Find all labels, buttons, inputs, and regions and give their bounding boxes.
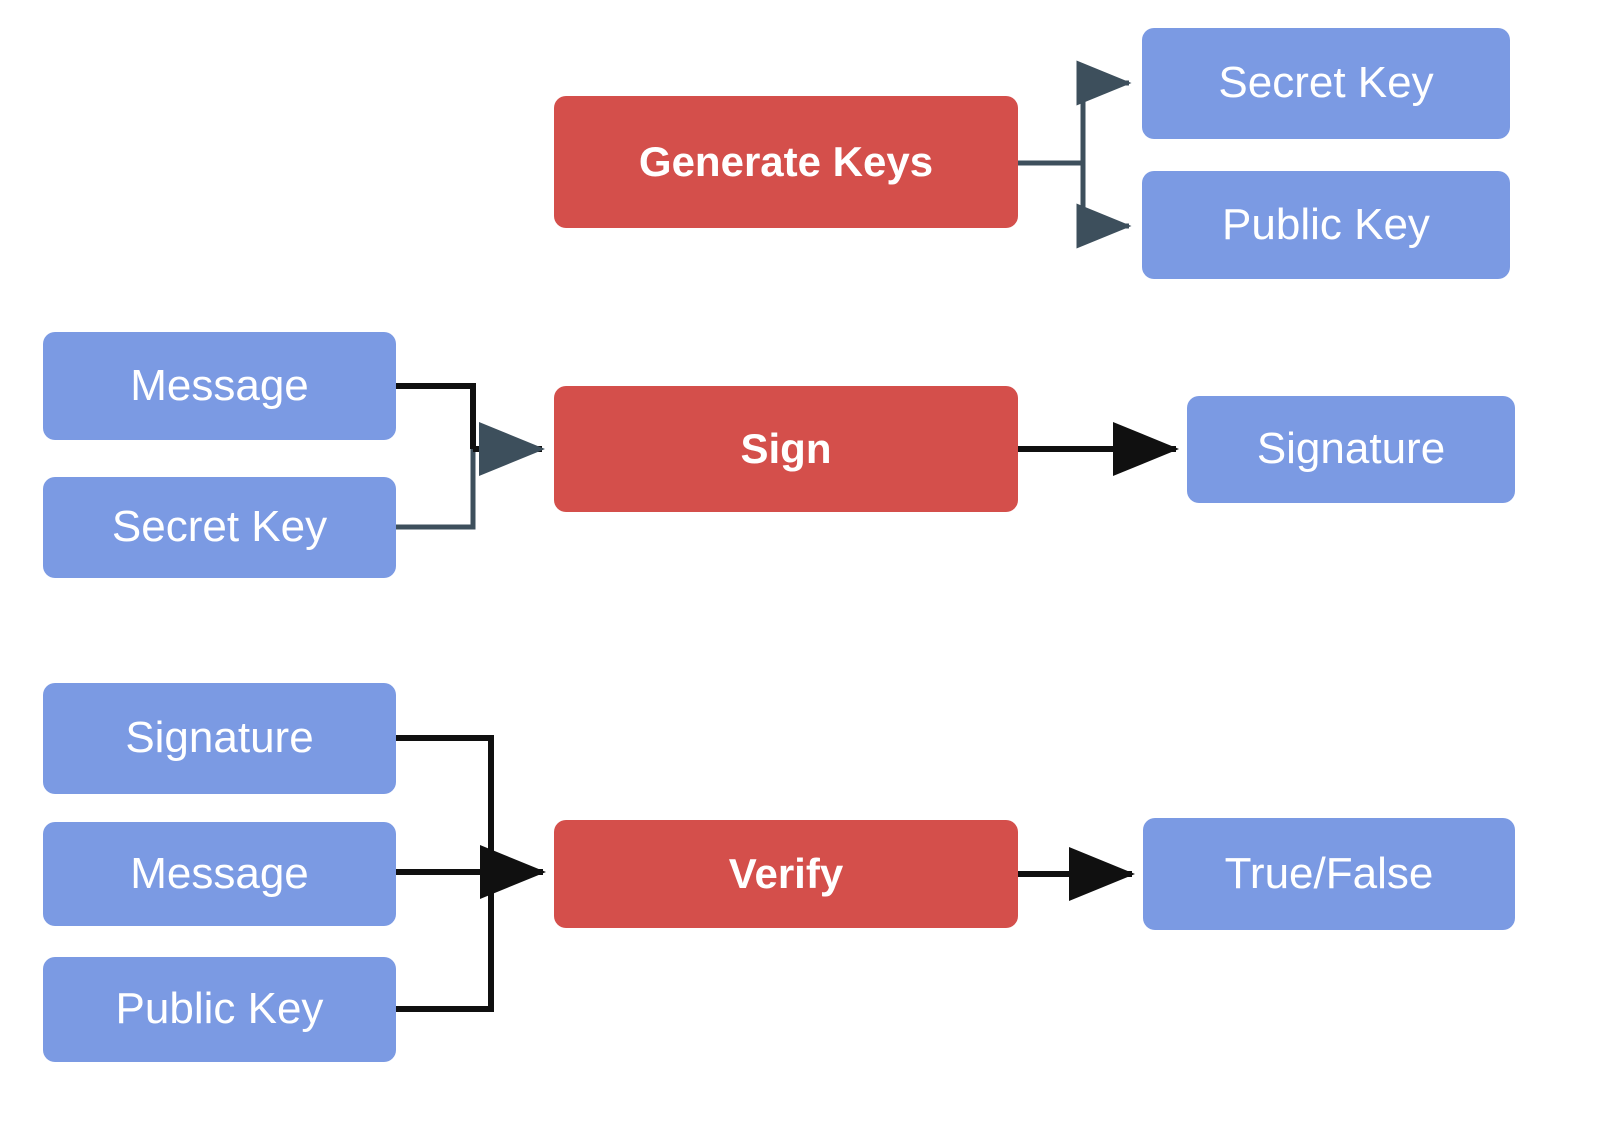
connector-generate-keys-branch: [1018, 60, 1132, 249]
node-true-false-output-label: True/False: [1224, 848, 1434, 898]
node-generate-keys[interactable]: Generate Keys: [554, 96, 1018, 228]
node-true-false-output[interactable]: True/False: [1143, 818, 1515, 930]
node-secret-key-output[interactable]: Secret Key: [1142, 28, 1510, 139]
node-message-sign-input-label: Message: [130, 360, 309, 410]
node-signature-output[interactable]: Signature: [1187, 396, 1515, 503]
node-secret-key-sign-input[interactable]: Secret Key: [43, 477, 396, 578]
node-secret-key-sign-input-label: Secret Key: [111, 502, 328, 552]
node-message-verify-input[interactable]: Message: [43, 822, 396, 926]
connector-sign-inputs: [396, 383, 545, 530]
node-public-key-verify-input-label: Public Key: [115, 984, 324, 1034]
node-verify[interactable]: Verify: [554, 820, 1018, 928]
node-public-key-verify-input[interactable]: Public Key: [43, 957, 396, 1062]
node-signature-verify-input[interactable]: Signature: [43, 683, 396, 794]
node-signature-verify-input-label: Signature: [125, 713, 314, 763]
node-signature-output-label: Signature: [1256, 424, 1446, 474]
connector-verify-inputs: [396, 735, 546, 1012]
node-message-sign-input[interactable]: Message: [43, 332, 396, 440]
node-sign-label: Sign: [740, 424, 832, 472]
node-generate-keys-label: Generate Keys: [638, 137, 934, 185]
node-message-verify-input-label: Message: [130, 848, 309, 898]
node-public-key-output[interactable]: Public Key: [1142, 171, 1510, 279]
node-sign[interactable]: Sign: [554, 386, 1018, 512]
node-public-key-output-label: Public Key: [1222, 199, 1430, 249]
node-verify-label: Verify: [728, 849, 844, 897]
node-secret-key-output-label: Secret Key: [1218, 58, 1434, 108]
